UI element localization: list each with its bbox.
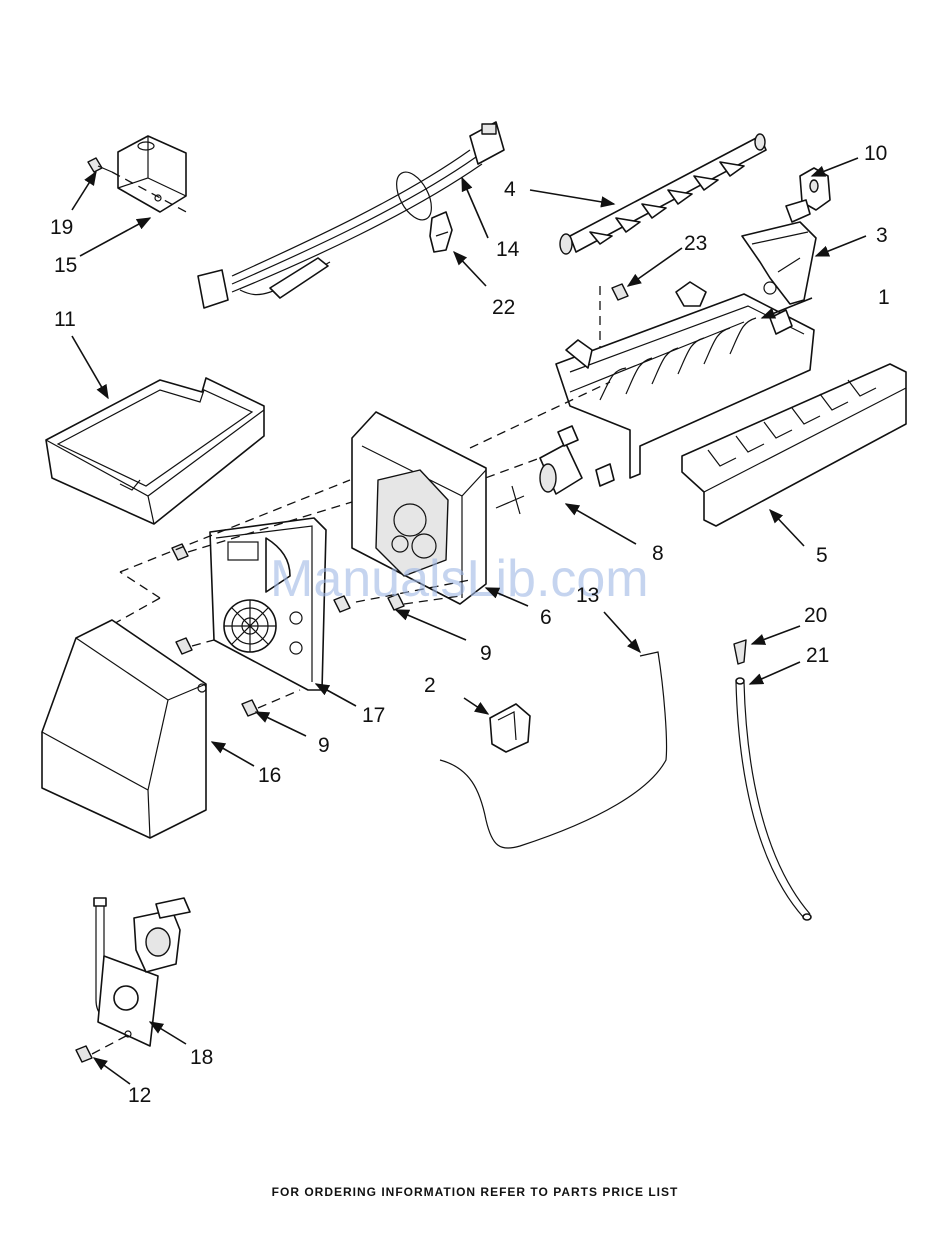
callout-11: 11 xyxy=(54,308,76,331)
part-22-clip xyxy=(430,212,452,252)
callout-12: 12 xyxy=(128,1084,151,1107)
callout-17: 17 xyxy=(362,704,385,727)
callout-1: 1 xyxy=(878,286,890,309)
part-14-wire-harness xyxy=(198,122,504,308)
part-18-water-valve xyxy=(76,898,190,1062)
callout-2: 2 xyxy=(424,674,436,697)
part-13-shutoff-arm xyxy=(440,652,667,848)
callout-3: 3 xyxy=(876,224,888,247)
callout-23: 23 xyxy=(684,232,707,255)
callout-16: 16 xyxy=(258,764,281,787)
part-11-bucket xyxy=(46,378,264,524)
callout-22: 22 xyxy=(492,296,515,319)
part-4-ejector xyxy=(560,134,766,254)
callout-9-lower: 9 xyxy=(318,734,330,757)
part-2-clip xyxy=(490,704,530,752)
part-21-tube xyxy=(736,678,811,920)
callout-14: 14 xyxy=(496,238,520,261)
callout-9-upper: 9 xyxy=(480,642,492,665)
ordering-info-footer: FOR ORDERING INFORMATION REFER TO PARTS … xyxy=(0,1185,950,1199)
part-10-cap xyxy=(786,168,830,222)
callout-18: 18 xyxy=(190,1046,213,1069)
callout-13: 13 xyxy=(576,584,599,607)
callout-21: 21 xyxy=(806,644,829,667)
callout-4: 4 xyxy=(504,178,516,201)
part-3-bearing xyxy=(742,222,816,304)
part-20-plug xyxy=(734,640,746,664)
callout-20: 20 xyxy=(804,604,827,627)
callout-19: 19 xyxy=(50,216,73,239)
callout-8: 8 xyxy=(652,542,664,565)
callout-6: 6 xyxy=(540,606,552,629)
callout-5: 5 xyxy=(816,544,828,567)
part-15-cover-bracket xyxy=(118,136,186,212)
callout-15: 15 xyxy=(54,254,77,277)
callout-10: 10 xyxy=(864,142,887,165)
